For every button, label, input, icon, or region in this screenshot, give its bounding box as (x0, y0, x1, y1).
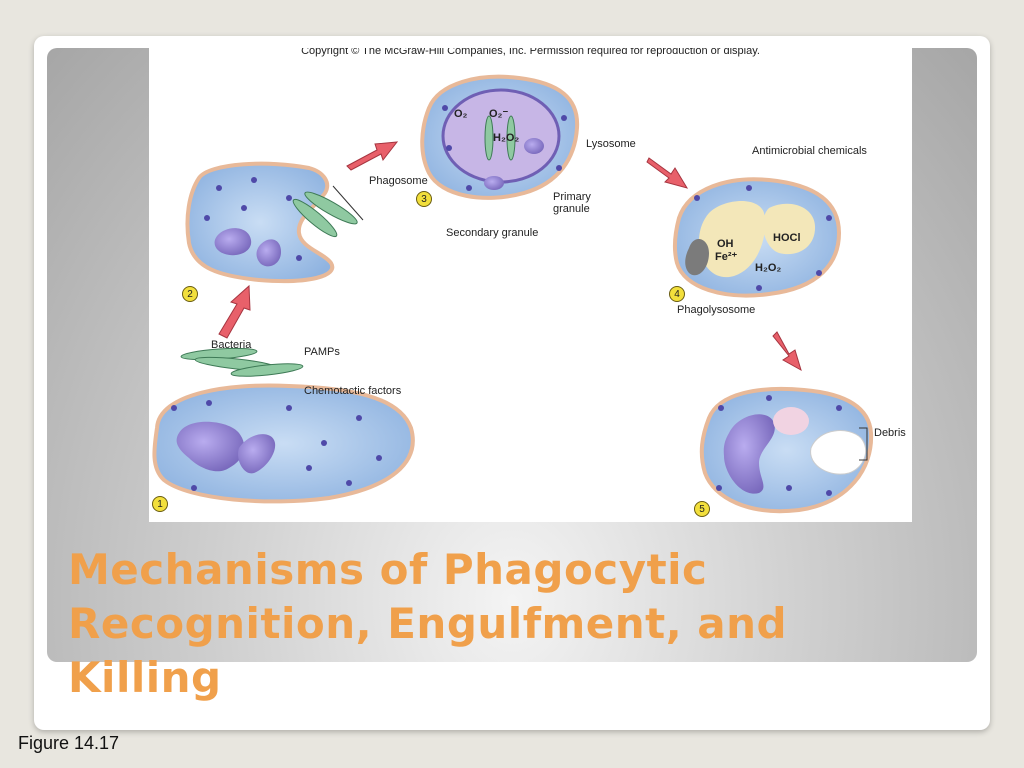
granules (171, 105, 842, 496)
step-badge-1: 1 (152, 496, 168, 512)
label-primary-granule-1: Primary (553, 191, 591, 203)
label-h2o2-b: H₂O₂ (755, 262, 782, 274)
slide-title: Mechanisms of Phagocytic Recognition, En… (68, 543, 948, 705)
label-chemotactic-factors: Chemotactic factors (304, 385, 402, 397)
title-line-2: Recognition, Engulfment, and (68, 599, 788, 648)
label-bacteria: Bacteria (211, 339, 252, 351)
cell-5 (699, 386, 874, 514)
cell-4 (672, 177, 842, 298)
label-phagosome: Phagosome (369, 175, 428, 187)
label-h2o2: H₂O₂ (493, 132, 520, 144)
label-primary-granule-2: granule (553, 203, 590, 215)
label-oh: OH (717, 238, 734, 250)
label-fe: Fe²⁺ (715, 251, 738, 263)
label-antimicrobial-chemicals: Antimicrobial chemicals (752, 145, 867, 157)
label-phagolysosome: Phagolysosome (677, 304, 756, 316)
process-arrows (218, 141, 802, 372)
label-pamps: PAMPs (304, 346, 340, 358)
label-hocl: HOCl (773, 232, 801, 244)
figure-illustration (152, 74, 874, 514)
step-badge-3: 3 (416, 191, 432, 207)
title-line-1: Mechanisms of Phagocytic (68, 545, 708, 594)
label-debris: Debris (874, 427, 906, 439)
cell-1 (152, 383, 415, 504)
bacteria-cluster (180, 347, 304, 377)
step-badge-4: 4 (669, 286, 685, 302)
label-lysosome: Lysosome (586, 138, 636, 150)
figure-reference: Figure 14.17 (18, 733, 120, 753)
phagocytosis-figure: Copyright © The McGraw-Hill Companies, I… (149, 48, 912, 522)
title-line-3: Killing (68, 653, 222, 702)
cell-3 (420, 74, 580, 200)
step-badge-2: 2 (182, 286, 198, 302)
copyright-notice: Copyright © The McGraw-Hill Companies, I… (301, 48, 760, 57)
step-badge-5: 5 (694, 501, 710, 517)
cell-2 (185, 161, 364, 284)
label-o2-minus: O₂⁻ (489, 108, 509, 120)
label-o2: O₂ (454, 108, 468, 120)
label-secondary-granule: Secondary granule (446, 227, 539, 239)
